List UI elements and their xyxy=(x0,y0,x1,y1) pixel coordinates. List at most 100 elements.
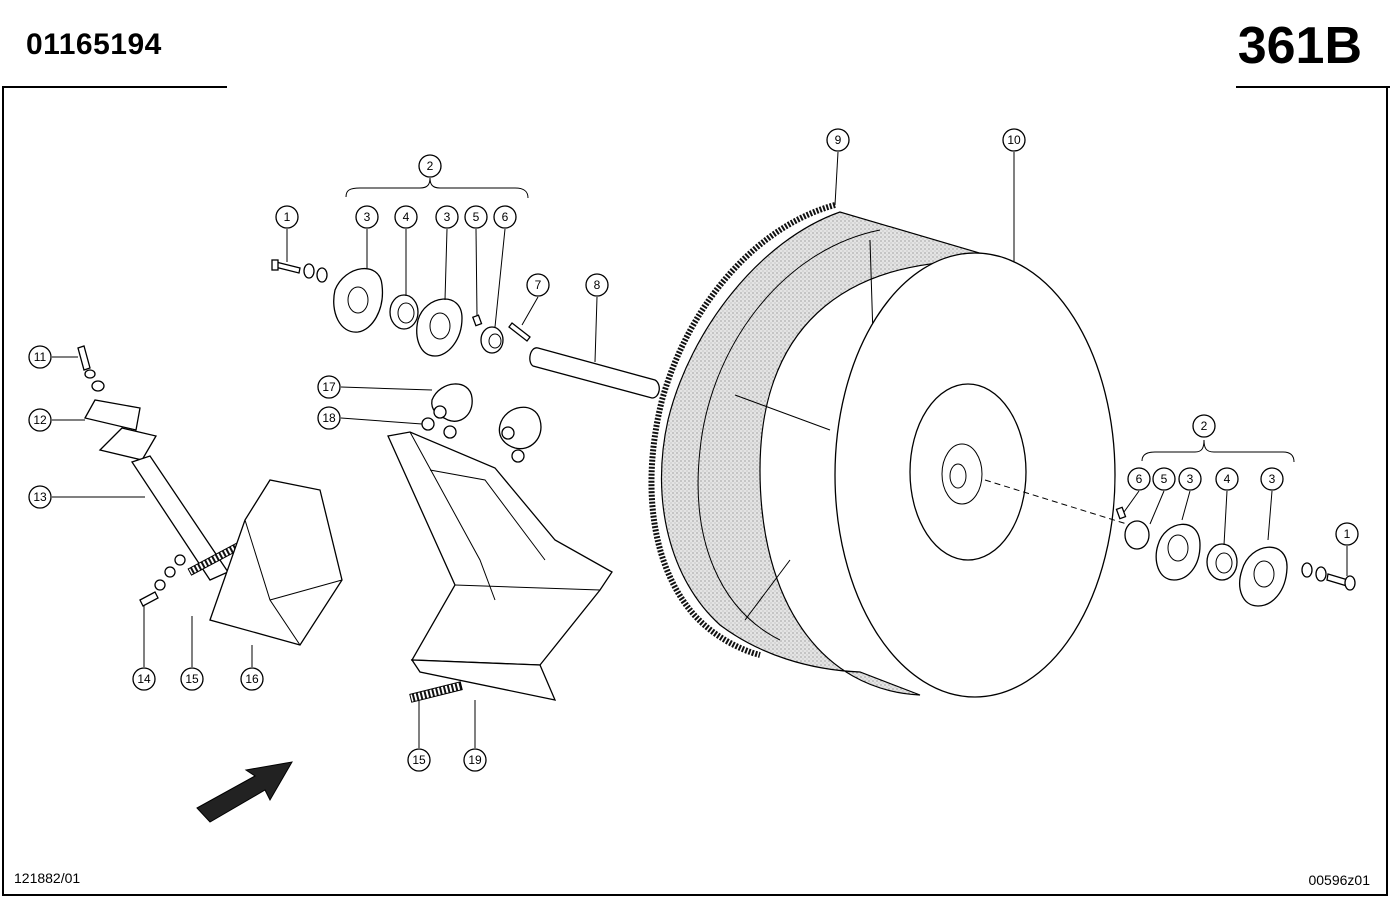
svg-text:12: 12 xyxy=(33,413,47,427)
nut xyxy=(501,426,515,440)
callout-4: 4 xyxy=(1215,467,1239,491)
callout-5: 5 xyxy=(1152,467,1176,491)
svg-text:10: 10 xyxy=(1007,133,1021,147)
drum-vane-line xyxy=(734,394,831,431)
bearing xyxy=(1206,543,1238,581)
washer xyxy=(84,369,96,379)
callout-3: 3 xyxy=(1260,467,1284,491)
nut xyxy=(433,405,447,419)
svg-text:17: 17 xyxy=(322,380,336,394)
chute-lip xyxy=(410,659,557,701)
callout-3: 3 xyxy=(355,205,379,229)
drum-hub-ring xyxy=(941,443,983,505)
washer xyxy=(1315,566,1327,582)
bolt xyxy=(139,591,159,607)
callout-15: 15 xyxy=(407,748,431,772)
clamp xyxy=(84,399,141,431)
svg-text:3: 3 xyxy=(1269,472,1276,486)
svg-text:3: 3 xyxy=(1187,472,1194,486)
washer xyxy=(303,263,315,279)
left-bearing-set xyxy=(271,259,660,399)
figure-code: 00596z01 xyxy=(1308,872,1370,888)
flange-plate xyxy=(1239,546,1288,607)
drawing-reference-code: 121882/01 xyxy=(14,870,81,886)
callout-7: 7 xyxy=(526,273,550,297)
callout-17: 17 xyxy=(317,375,341,399)
callout-8: 8 xyxy=(585,273,609,297)
callout-16: 16 xyxy=(240,667,264,691)
svg-text:5: 5 xyxy=(473,210,480,224)
chute-body xyxy=(387,431,613,666)
svg-text:18: 18 xyxy=(322,411,336,425)
flange-bore xyxy=(1253,560,1275,588)
flange-bore xyxy=(1167,534,1189,562)
callout-19: 19 xyxy=(463,748,487,772)
svg-text:2: 2 xyxy=(1201,419,1208,433)
direction-arrow-icon xyxy=(196,761,293,823)
shaft xyxy=(529,347,660,399)
locking-collar xyxy=(480,326,504,354)
washer xyxy=(164,566,176,578)
locking-collar xyxy=(1124,520,1150,550)
callout-13: 13 xyxy=(28,485,52,509)
right-bearing-set xyxy=(1115,506,1356,607)
svg-text:3: 3 xyxy=(364,210,371,224)
callout-1: 1 xyxy=(275,205,299,229)
drum-vane-line xyxy=(744,559,791,621)
washer xyxy=(174,554,186,566)
leader-lines xyxy=(52,151,1348,748)
scoop-plate xyxy=(209,479,343,646)
drawing-frame xyxy=(2,87,1388,896)
svg-text:1: 1 xyxy=(1344,527,1351,541)
callout-14: 14 xyxy=(132,667,156,691)
washer xyxy=(154,579,166,591)
flange-plate xyxy=(416,298,463,357)
flange-bore xyxy=(347,286,369,314)
nut xyxy=(443,425,457,439)
svg-text:15: 15 xyxy=(185,672,199,686)
toothed-rim xyxy=(648,202,836,658)
header-rule-right xyxy=(1236,86,1390,88)
set-screw xyxy=(1115,506,1127,520)
callout-2: 2 xyxy=(1192,414,1216,438)
brush-strip xyxy=(409,681,463,703)
callout-1: 1 xyxy=(1335,522,1359,546)
nut xyxy=(511,449,525,463)
bearing-inner xyxy=(1215,552,1233,574)
callout-15: 15 xyxy=(180,667,204,691)
axis-line xyxy=(984,479,1131,526)
svg-text:4: 4 xyxy=(1224,472,1231,486)
scoop-fold xyxy=(269,579,343,601)
svg-text:16: 16 xyxy=(245,672,259,686)
svg-text:9: 9 xyxy=(835,133,842,147)
svg-text:11: 11 xyxy=(34,350,47,364)
callout-18: 18 xyxy=(317,406,341,430)
svg-text:3: 3 xyxy=(444,210,451,224)
page-code: 361B xyxy=(1237,17,1362,75)
nut xyxy=(316,267,328,283)
left-bracket-assembly xyxy=(77,345,343,646)
callout-10: 10 xyxy=(1002,128,1026,152)
bolt xyxy=(77,345,91,371)
bolt-head xyxy=(271,259,279,271)
callout-6: 6 xyxy=(493,205,517,229)
svg-text:4: 4 xyxy=(403,210,410,224)
set-screw xyxy=(471,314,483,327)
callout-3: 3 xyxy=(435,205,459,229)
nut xyxy=(91,380,105,392)
document-number: 01165194 xyxy=(26,28,162,61)
callout-6: 6 xyxy=(1127,467,1151,491)
drum-side-shell xyxy=(660,211,1011,696)
clamp xyxy=(98,427,158,461)
callout-9: 9 xyxy=(826,128,850,152)
roll-pin xyxy=(508,322,531,342)
flange-bore xyxy=(429,312,451,340)
svg-text:5: 5 xyxy=(1161,472,1168,486)
bearing-inner xyxy=(397,302,415,324)
svg-text:1: 1 xyxy=(284,210,291,224)
bolt-head xyxy=(1344,575,1356,591)
callout-11: 11 xyxy=(28,345,52,369)
svg-text:6: 6 xyxy=(1136,472,1143,486)
